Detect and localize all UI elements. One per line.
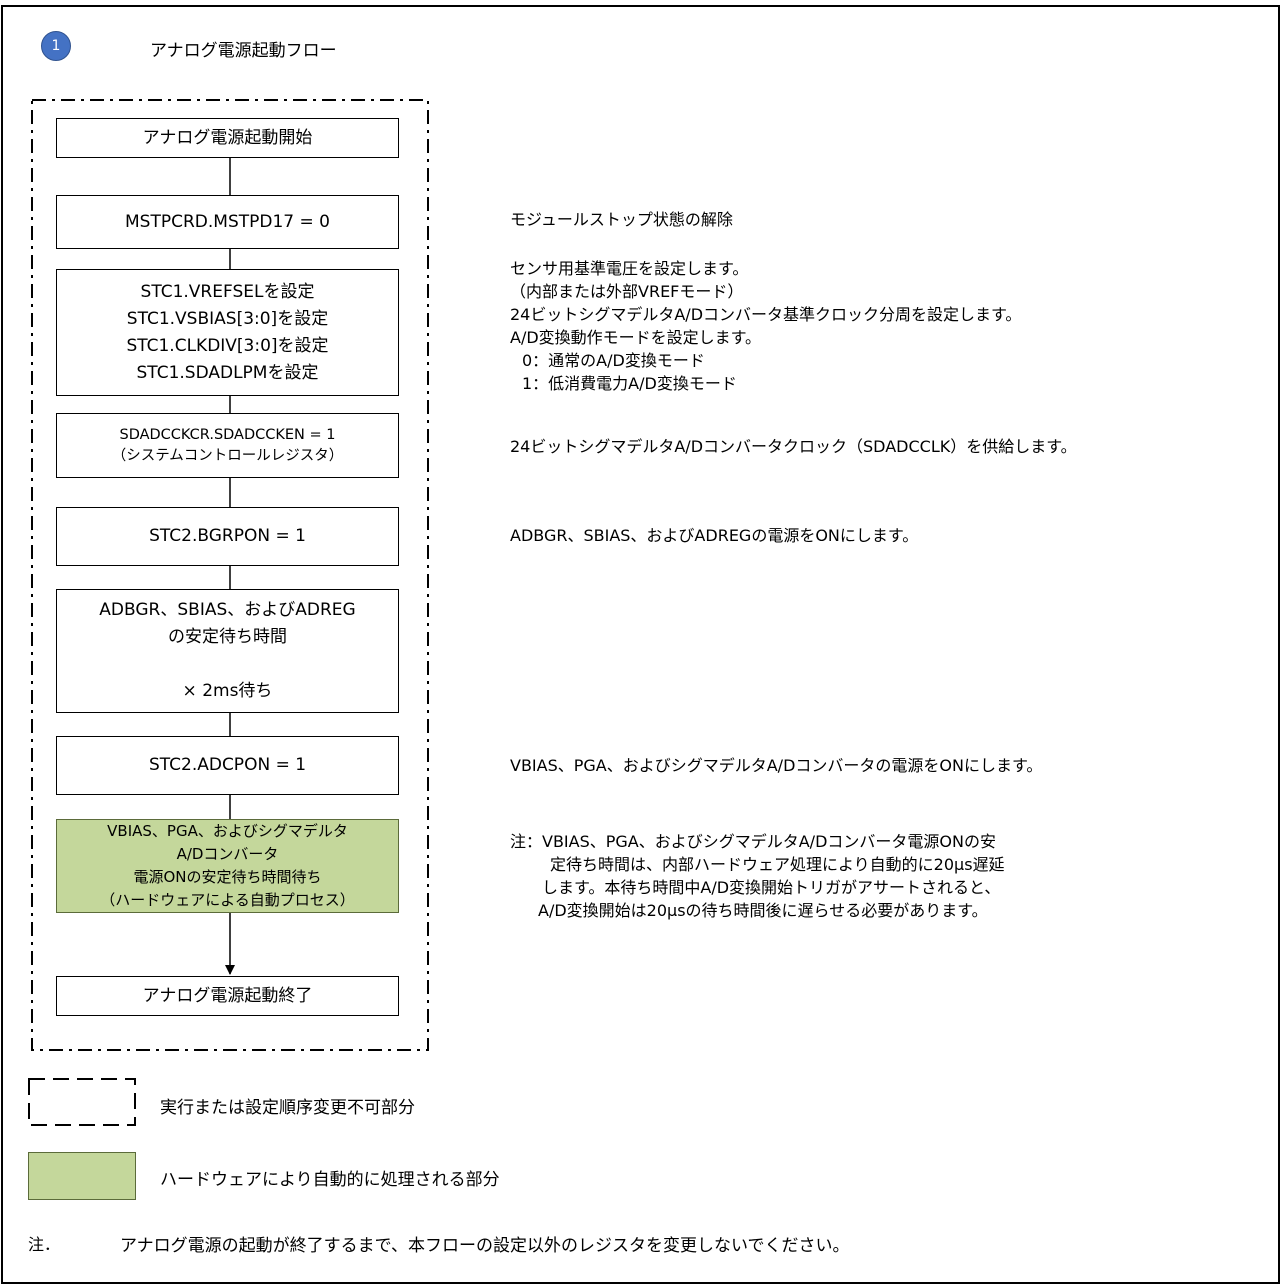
wait-line: × 2ms待ち	[182, 681, 273, 701]
note-stc1-line: （内部または外部VREFモード）	[510, 282, 744, 301]
stc1-line: STC1.VSBIAS[3:0]を設定	[126, 308, 329, 329]
stc1-line: STC1.VREFSELを設定	[140, 281, 315, 302]
step-mstp-box: MSTPCRD.MSTPD17 = 0	[56, 195, 399, 249]
legend-dashed-label: 実行または設定順序変更不可部分	[160, 1098, 415, 1118]
stc1-line: STC1.SDADLPMを設定	[136, 362, 319, 383]
hw-wait-line: 電源ONの安定待ち時間待ち	[133, 868, 322, 886]
legend-dashed-swatch	[28, 1078, 136, 1126]
step-start-label: アナログ電源起動開始	[142, 127, 313, 148]
step-badge: 1	[41, 31, 71, 61]
hw-wait-line: （ハードウェアによる自動プロセス）	[100, 891, 355, 909]
sdadc-line: SDADCCKCR.SDADCCKEN = 1	[119, 426, 336, 443]
step-start-box: アナログ電源起動開始	[56, 118, 399, 158]
note-stc1-line: 0：通常のA/D変換モード	[522, 351, 705, 370]
step-adcpon-label: STC2.ADCPON = 1	[148, 755, 307, 775]
note-adcpon: VBIAS、PGA、およびシグマデルタA/Dコンバータの電源をONにします。	[510, 756, 1043, 775]
note-hw-line: A/D変換開始は20μsの待ち時間後に遅らせる必要があります。	[538, 901, 988, 920]
sequence-boundary	[31, 99, 429, 1051]
step-bgrpon-label: STC2.BGRPON = 1	[149, 526, 306, 546]
legend-green-label: ハードウェアにより自動的に処理される部分	[160, 1170, 500, 1190]
step-sdadc-clock-box: SDADCCKCR.SDADCCKEN = 1 （システムコントロールレジスタ）	[56, 413, 399, 478]
note-hw-line: します。本待ち時間中A/D変換開始トリガがアサートされると、	[542, 878, 1001, 897]
wait-line: の安定待ち時間	[168, 627, 287, 647]
step-end-box: アナログ電源起動終了	[56, 976, 399, 1016]
wait-line: ADBGR、SBIAS、およびADREG	[99, 600, 356, 620]
note-module-stop: モジュールストップ状態の解除	[510, 210, 733, 229]
note-stc1-line: 24ビットシグマデルタA/Dコンバータ基準クロック分周を設定します。	[510, 305, 1022, 324]
footer-note-text: アナログ電源の起動が終了するまで、本フローの設定以外のレジスタを変更しないでくだ…	[120, 1236, 850, 1256]
step-wait-box: ADBGR、SBIAS、およびADREG の安定待ち時間 × 2ms待ち	[56, 589, 399, 713]
note-hw-line: 注：VBIAS、PGA、およびシグマデルタA/Dコンバータ電源ONの安	[510, 832, 996, 851]
diagram-title: アナログ電源起動フロー	[150, 41, 337, 61]
stc1-line: STC1.CLKDIV[3:0]を設定	[126, 335, 329, 356]
step-bgrpon-box: STC2.BGRPON = 1	[56, 507, 399, 566]
step-mstp-label: MSTPCRD.MSTPD17 = 0	[125, 211, 330, 232]
note-stc1: センサ用基準電圧を設定します。 （内部または外部VREFモード） 24ビットシグ…	[510, 257, 1021, 395]
outer-frame	[1, 5, 1280, 1284]
note-stc1-line: 1：低消費電力A/D変換モード	[522, 374, 737, 393]
step-stc1-box: STC1.VREFSELを設定 STC1.VSBIAS[3:0]を設定 STC1…	[56, 269, 399, 396]
step-hw-wait-box: VBIAS、PGA、およびシグマデルタ A/Dコンバータ 電源ONの安定待ち時間…	[56, 819, 399, 913]
legend-green-swatch	[28, 1152, 136, 1200]
hw-wait-line: VBIAS、PGA、およびシグマデルタ	[107, 822, 348, 840]
sdadc-line: （システムコントロールレジスタ）	[111, 447, 344, 464]
footer-note-label: 注．	[28, 1235, 61, 1254]
note-hw: 注：VBIAS、PGA、およびシグマデルタA/Dコンバータ電源ONの安 定待ち時…	[510, 830, 1005, 922]
step-end-label: アナログ電源起動終了	[142, 985, 313, 1006]
note-stc1-line: センサ用基準電圧を設定します。	[510, 259, 749, 278]
step-adcpon-box: STC2.ADCPON = 1	[56, 736, 399, 795]
note-clock: 24ビットシグマデルタA/Dコンバータクロック（SDADCCLK）を供給します。	[510, 437, 1077, 456]
note-stc1-line: A/D変換動作モードを設定します。	[510, 328, 762, 347]
hw-wait-line: A/Dコンバータ	[176, 845, 279, 863]
note-bgrpon: ADBGR、SBIAS、およびADREGの電源をONにします。	[510, 526, 919, 545]
note-hw-line: 定待ち時間は、内部ハードウェア処理により自動的に20μs遅延	[550, 855, 1005, 874]
